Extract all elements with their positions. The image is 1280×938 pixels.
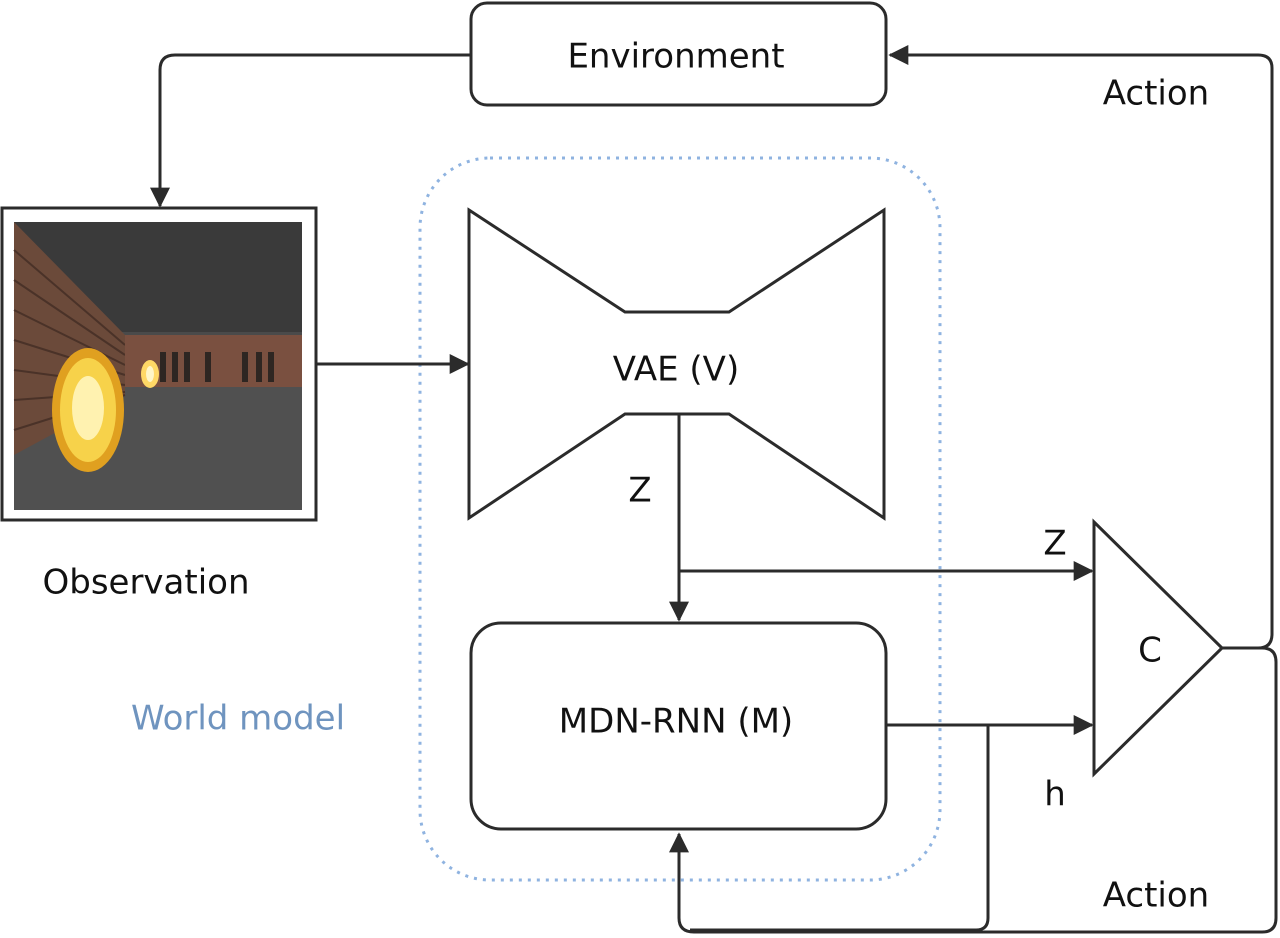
action-top-label: Action [1103,74,1209,114]
env-to-observation-arrow [150,53,471,208]
controller-shape [1092,518,1225,778]
world-model-label: World model [131,699,345,739]
h-label: h [1044,775,1066,815]
vae-label: VAE (V) [613,350,739,390]
mdn-rnn-label: MDN-RNN (M) [559,702,793,742]
observation-image [0,206,318,522]
environment-label: Environment [567,37,784,77]
z-vae-label: Z [628,471,651,511]
action-to-mdn-arrow [669,646,1278,934]
h-recurrent-line [690,725,990,932]
action-bottom-label: Action [1103,876,1209,916]
observation-label: Observation [42,563,249,603]
world-model-boundary [418,156,942,882]
vae-shape [467,207,886,521]
z-controller-label: Z [1043,524,1066,564]
controller-label: C [1138,631,1162,671]
action-to-environment-arrow [888,45,1274,650]
